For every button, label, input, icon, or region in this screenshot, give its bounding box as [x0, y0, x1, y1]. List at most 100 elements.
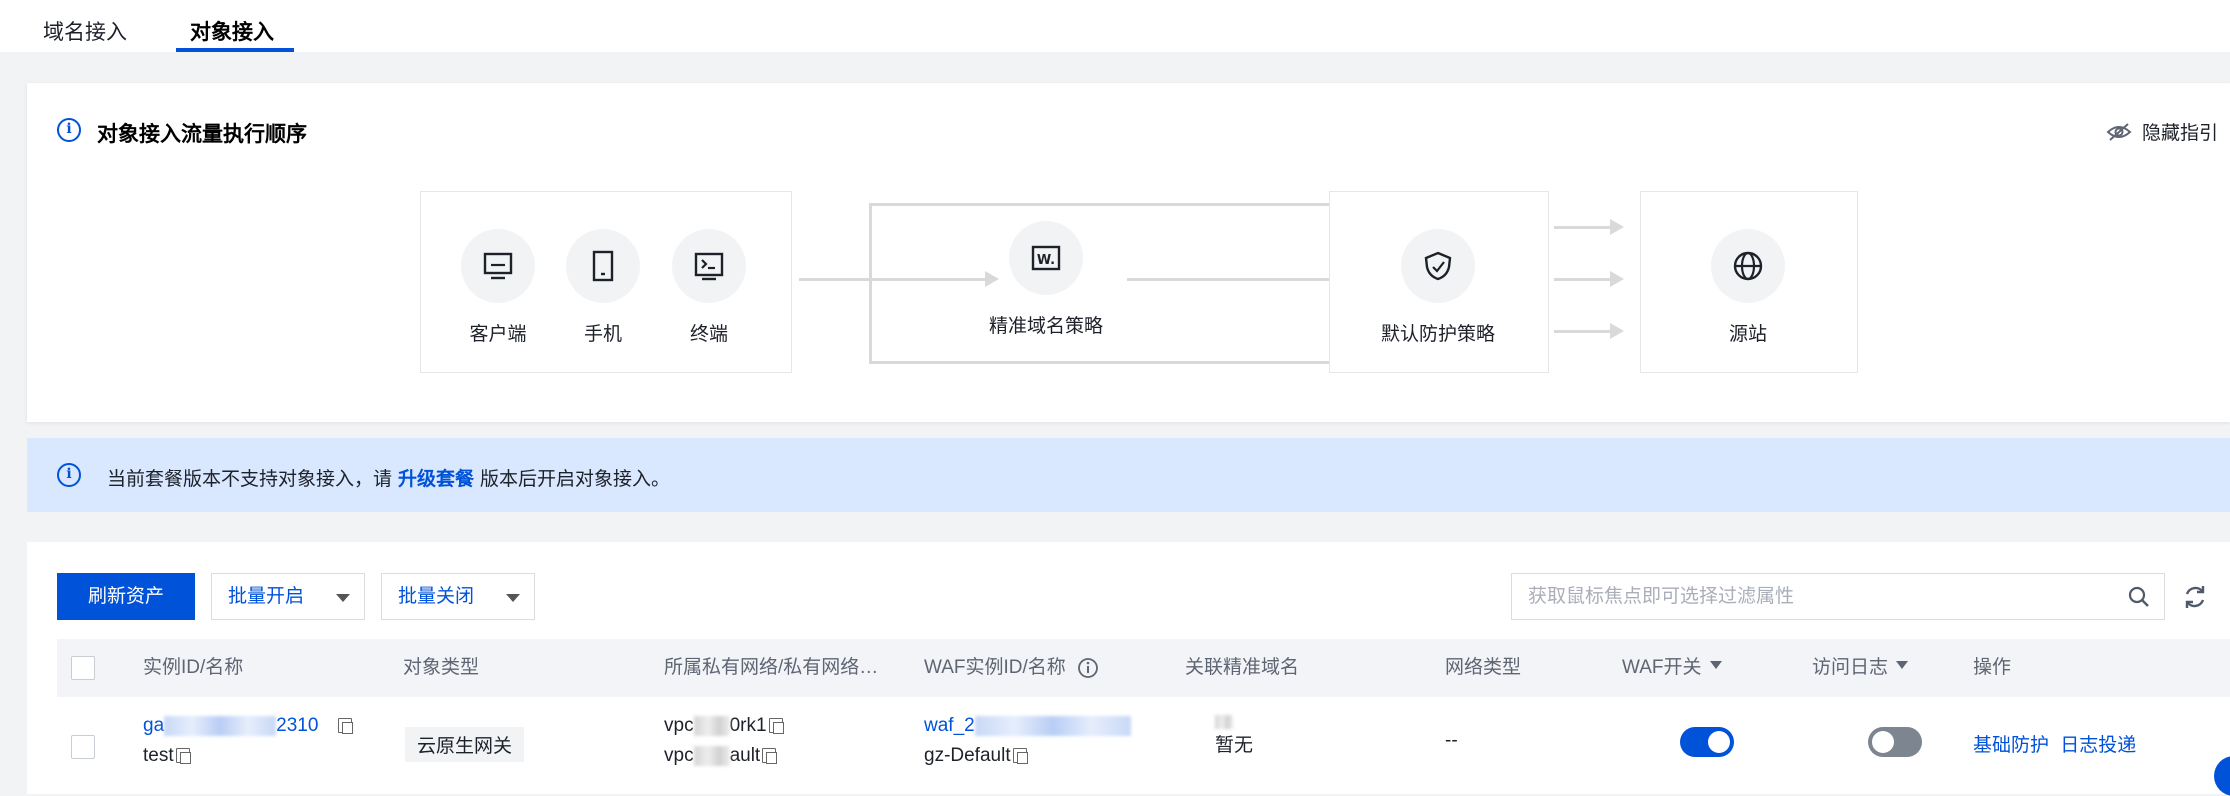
client-node — [461, 229, 535, 303]
arrow-icon — [1610, 271, 1624, 287]
flow-line — [869, 361, 1329, 364]
client-label: 客户端 — [469, 324, 527, 345]
flow-line — [799, 278, 985, 281]
filter-icon[interactable] — [1896, 660, 1909, 669]
copy-icon[interactable] — [1012, 748, 1028, 765]
copy-icon[interactable] — [175, 748, 191, 765]
row-actions: 基础防护 日志投递 — [1973, 730, 2136, 757]
waf-instance-id[interactable]: waf_2 — [924, 715, 1131, 737]
redacted-text — [164, 715, 277, 736]
header-domain: 关联精准域名 — [1185, 657, 1300, 678]
flow-line — [1127, 278, 1357, 281]
upgrade-plan-link[interactable]: 升级套餐 — [398, 469, 475, 490]
filter-icon[interactable] — [1709, 660, 1722, 669]
default-node — [1401, 229, 1475, 303]
eye-off-icon — [2106, 122, 2132, 141]
hide-guide-label: 隐藏指引 — [2141, 123, 2218, 144]
origin-box — [1640, 191, 1858, 373]
terminal-node — [672, 229, 746, 303]
header-waf-instance-label: WAF实例ID/名称 — [924, 657, 1066, 678]
banner-prefix: 当前套餐版本不支持对象接入，请 — [107, 469, 393, 490]
traffic-guide-card: i 对象接入流量执行顺序 隐藏指引 客户端 手机 终端 — [27, 83, 2230, 422]
instance-id-suffix[interactable]: 2310 — [276, 715, 319, 736]
terminal-icon — [694, 252, 724, 281]
tab-object-access[interactable]: 对象接入 — [190, 21, 274, 44]
batch-enable-select[interactable]: 批量开启 — [211, 573, 365, 620]
instance-name: test — [143, 745, 191, 767]
log-delivery-link[interactable]: 日志投递 — [2060, 735, 2137, 756]
tab-domain-access[interactable]: 域名接入 — [43, 21, 127, 44]
copy-icon[interactable] — [768, 718, 784, 735]
batch-enable-label: 批量开启 — [228, 586, 305, 607]
header-network: 网络类型 — [1445, 657, 1522, 678]
instance-name-text: test — [143, 745, 174, 766]
header-waf-switch-label: WAF开关 — [1622, 657, 1702, 678]
header-access-log[interactable]: 访问日志 — [1812, 639, 1909, 697]
subnet-prefix: vpc — [664, 745, 694, 766]
header-waf-instance: WAF实例ID/名称 — [924, 639, 1099, 697]
batch-disable-select[interactable]: 批量关闭 — [381, 573, 535, 620]
subnet-suffix: ault — [729, 745, 761, 766]
chevron-down-icon — [506, 594, 520, 602]
upgrade-notice-banner: i 当前套餐版本不支持对象接入，请升级套餐版本后开启对象接入。 — [27, 438, 2230, 512]
flow-line — [1554, 278, 1610, 281]
select-all-checkbox[interactable] — [71, 656, 95, 680]
origin-node — [1711, 229, 1785, 303]
terminal-label: 终端 — [689, 324, 729, 345]
instance-id[interactable]: ga 2310 — [143, 715, 353, 737]
banner-text: 当前套餐版本不支持对象接入，请升级套餐版本后开启对象接入。 — [107, 464, 670, 491]
globe-icon — [1733, 251, 1763, 281]
arrow-icon — [1610, 323, 1624, 339]
vpc-suffix: 0rk1 — [729, 715, 767, 736]
toggle-knob — [1708, 731, 1730, 753]
info-icon: i — [57, 118, 81, 142]
network-type: -- — [1445, 730, 1458, 751]
web-waf-icon: W. — [1031, 245, 1061, 271]
redacted-text — [693, 715, 730, 736]
copy-icon[interactable] — [337, 718, 353, 735]
header-access-log-label: 访问日志 — [1812, 657, 1889, 678]
search-input[interactable] — [1512, 574, 2092, 619]
linked-domain: 暂无 — [1215, 735, 1254, 756]
tab-active-indicator — [176, 48, 294, 52]
flow-bracket — [869, 203, 872, 363]
header-instance: 实例ID/名称 — [143, 657, 244, 678]
redacted-text — [1215, 711, 1233, 733]
flow-line — [1554, 226, 1610, 229]
row-checkbox[interactable] — [71, 735, 95, 759]
mobile-label: 手机 — [583, 324, 623, 345]
copy-icon[interactable] — [762, 748, 778, 765]
filter-search-box — [1511, 573, 2165, 620]
header-waf-switch[interactable]: WAF开关 — [1622, 639, 1722, 697]
instance-id-prefix[interactable]: ga — [143, 715, 165, 736]
waf-instance-name: gz-Default — [924, 745, 1028, 767]
object-type-tag: 云原生网关 — [405, 727, 525, 762]
refresh-icon[interactable] — [2182, 584, 2208, 610]
precise-node: W. — [1009, 221, 1083, 295]
waf-id-prefix[interactable]: waf_2 — [924, 715, 975, 736]
flow-line — [869, 203, 1329, 206]
tab-bar: 域名接入 对象接入 — [0, 0, 2230, 52]
flow-line — [1554, 330, 1610, 333]
redacted-text — [693, 745, 730, 766]
monitor-icon — [483, 252, 513, 280]
svg-text:W.: W. — [1037, 253, 1055, 268]
header-vpc: 所属私有网络/私有网络… — [664, 657, 879, 678]
basic-protection-link[interactable]: 基础防护 — [1973, 735, 2050, 756]
phone-icon — [592, 250, 614, 282]
redacted-text — [974, 715, 1131, 736]
info-circle-icon[interactable] — [1077, 657, 1099, 679]
mobile-node — [566, 229, 640, 303]
default-label: 默认防护策略 — [1380, 324, 1496, 345]
hide-guide-button[interactable]: 隐藏指引 — [2106, 118, 2218, 145]
toggle-knob — [1872, 731, 1894, 753]
arrow-icon — [1610, 219, 1624, 235]
chevron-down-icon — [336, 594, 350, 602]
info-icon: i — [57, 463, 81, 487]
asset-table-card: 刷新资产 批量开启 批量关闭 实例ID/名称 对象类型 所属私有网络/私有网络…… — [27, 542, 2230, 794]
waf-switch-toggle[interactable] — [1680, 727, 1734, 757]
access-log-toggle[interactable] — [1868, 727, 1922, 757]
search-icon[interactable] — [2128, 586, 2150, 608]
floating-help-button[interactable] — [2214, 756, 2230, 796]
refresh-assets-button[interactable]: 刷新资产 — [57, 573, 195, 620]
